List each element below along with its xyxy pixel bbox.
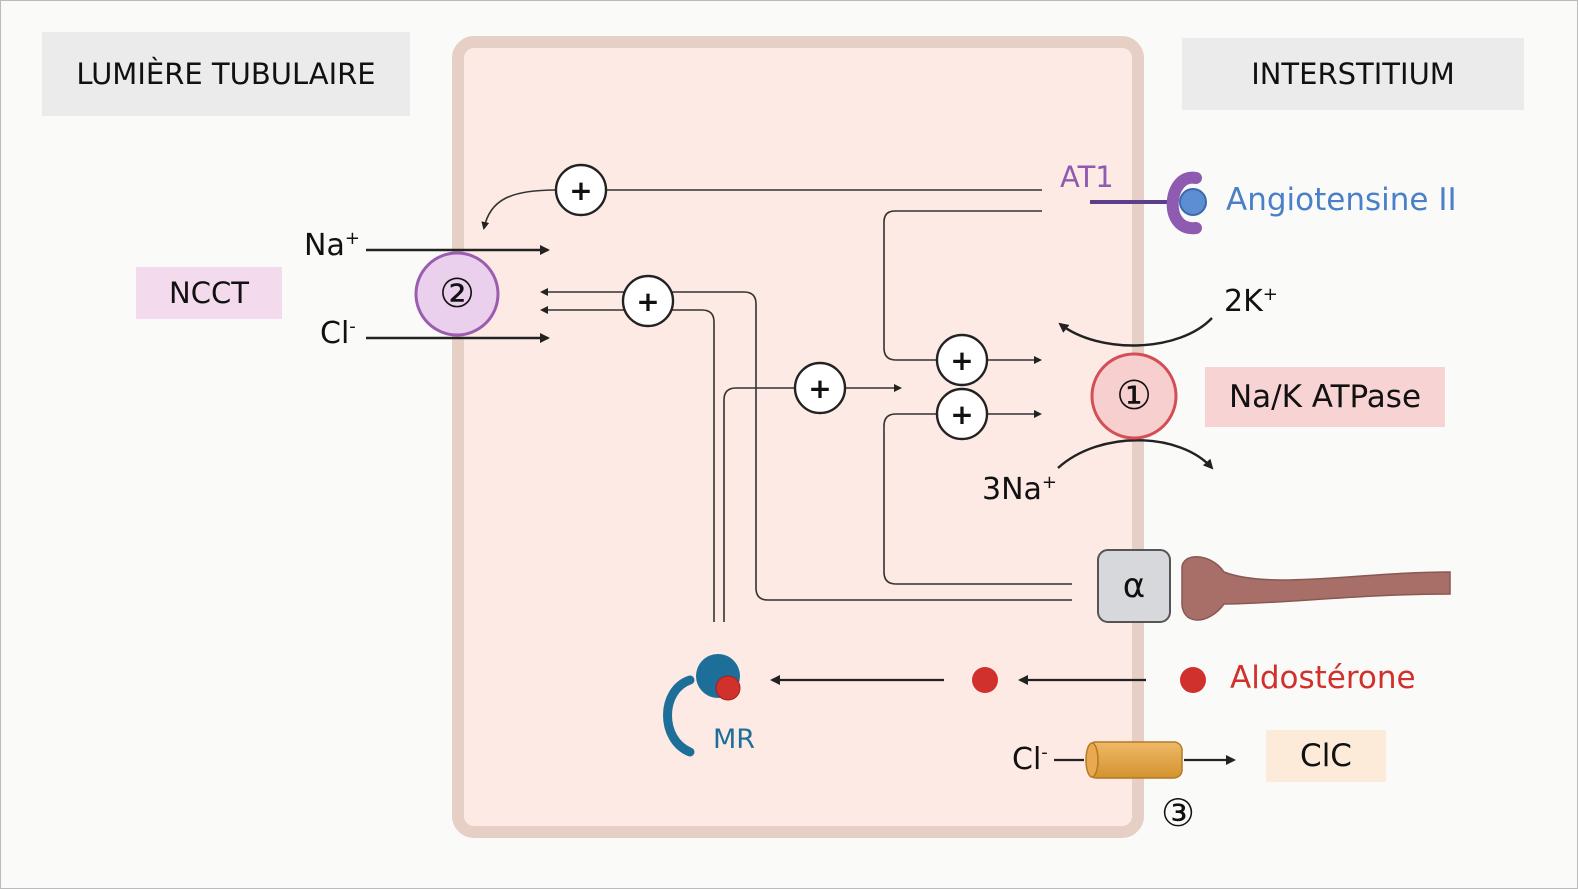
plus-markers [554,163,989,441]
na3-ion-label: 3Na+ [982,472,1058,507]
ncct-transporter [414,251,500,337]
marker-one: ① [1116,373,1152,419]
cl-ion-label: Cl- [320,316,356,351]
mr-to-plus-line [723,387,796,622]
aldosterone-label: Aldostérone [1230,660,1416,696]
nak-atpase-label: Na/K ATPase [1205,367,1445,427]
alpha-to-ncct-line [672,291,1072,601]
nak-pump [1090,352,1178,440]
mr-to-ncct-line [672,309,715,622]
at1-to-ncct-arrow [481,189,557,230]
mr-receptor-arm [663,675,695,757]
marker-two: ② [439,271,475,317]
protease-tail [1181,556,1451,621]
clc-channel-end [1085,742,1099,778]
plus-sign-nak-2: + [950,397,974,431]
marker-three: ③ [1160,791,1196,835]
lumen-header: LUMIÈRE TUBULAIRE [42,32,410,116]
na-ion-label: Na+ [304,228,360,263]
plus-circle-nak-1 [935,333,989,387]
aldosterone-dot-intracellular [972,667,998,693]
alpha-to-nak-line [883,413,1072,585]
at1-to-nak-line [883,210,1042,361]
plus-sign-mr: + [808,371,832,405]
clc-label: ClC [1266,730,1386,782]
angiotensin-label: Angiotensine II [1226,182,1457,218]
plus-circle-nak-2 [935,387,989,441]
cl-bottom-ion-label: Cl- [1012,742,1048,777]
aldosterone-dot-extracellular [1180,667,1206,693]
clc-channel [1087,741,1183,779]
ncct-label: NCCT [136,267,282,319]
plus-circle-at1 [554,163,608,217]
interstitium-header: INTERSTITIUM [1182,38,1524,110]
plus-circle-mr [793,361,847,415]
at1-label: AT1 [1060,160,1114,194]
tubular-cell [452,36,1144,838]
mr-label: MR [713,724,756,755]
plus-sign-ncct: + [636,284,660,318]
k-influx-arrow [1058,317,1213,347]
alpha-subunit-box [1097,549,1171,623]
plus-sign-at1: + [569,173,593,207]
na-efflux-arrow [1057,439,1214,470]
plus-circle-ncct [621,274,675,328]
at1-receptor-cup [1166,171,1202,235]
mr-bound-aldosterone [715,675,741,701]
alpha-label: α [1122,566,1146,606]
angiotensin-ligand [1179,188,1207,216]
plus-sign-nak-1: + [950,343,974,377]
k-ion-label: 2K+ [1224,284,1278,319]
